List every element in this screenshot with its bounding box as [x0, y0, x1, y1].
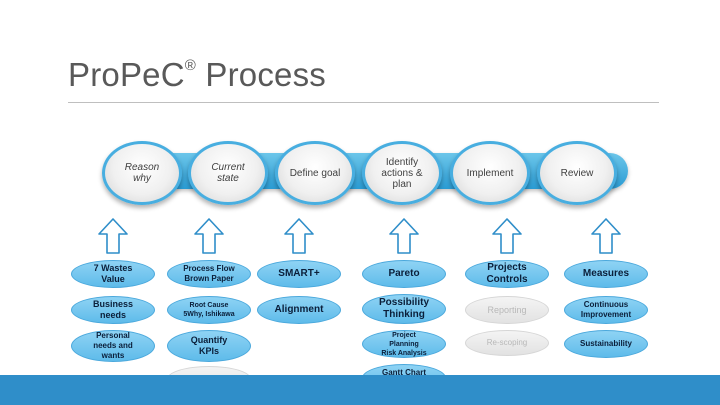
method-pill: Projects Controls: [465, 260, 549, 288]
method-pill: Sustainability: [564, 330, 648, 358]
method-pill: Quantify KPIs: [167, 330, 251, 362]
registered-mark: ®: [184, 57, 197, 74]
stage-implement: Implement: [450, 141, 530, 205]
title-divider: [68, 102, 659, 103]
method-pill: Reporting: [465, 296, 549, 324]
stage-define-goal: Define goal: [275, 141, 355, 205]
up-arrow-icon: [591, 218, 621, 254]
method-pill: Measures: [564, 260, 648, 288]
stage-identify-actions: Identify actions & plan: [362, 141, 442, 205]
footer-bar: [0, 375, 720, 405]
slide-title: ProPeC® Process: [68, 56, 326, 94]
up-arrow-icon: [492, 218, 522, 254]
up-arrow-icon: [194, 218, 224, 254]
stage-reason-why: Reason why: [102, 141, 182, 205]
method-pill: Pareto: [362, 260, 446, 288]
method-pill: SMART+: [257, 260, 341, 288]
method-pill: Process Flow Brown Paper: [167, 260, 251, 288]
stage-current-state: Current state: [188, 141, 268, 205]
method-pill: Re-scoping: [465, 330, 549, 356]
title-rest: Process: [196, 56, 326, 93]
up-arrow-icon: [389, 218, 419, 254]
title-text: ProPeC: [68, 56, 185, 93]
method-pill: Alignment: [257, 296, 341, 324]
method-pill: 7 Wastes Value: [71, 260, 155, 288]
stage-review: Review: [537, 141, 617, 205]
up-arrow-icon: [284, 218, 314, 254]
method-pill: Possibility Thinking: [362, 294, 446, 324]
method-pill: Project Planning Risk Analysis: [362, 330, 446, 358]
method-pill: Continuous Improvement: [564, 296, 648, 324]
method-pill: Personal needs and wants: [71, 330, 155, 362]
up-arrow-icon: [98, 218, 128, 254]
method-pill: Root Cause 5Why, Ishikawa: [167, 296, 251, 324]
method-pill: Business needs: [71, 296, 155, 324]
